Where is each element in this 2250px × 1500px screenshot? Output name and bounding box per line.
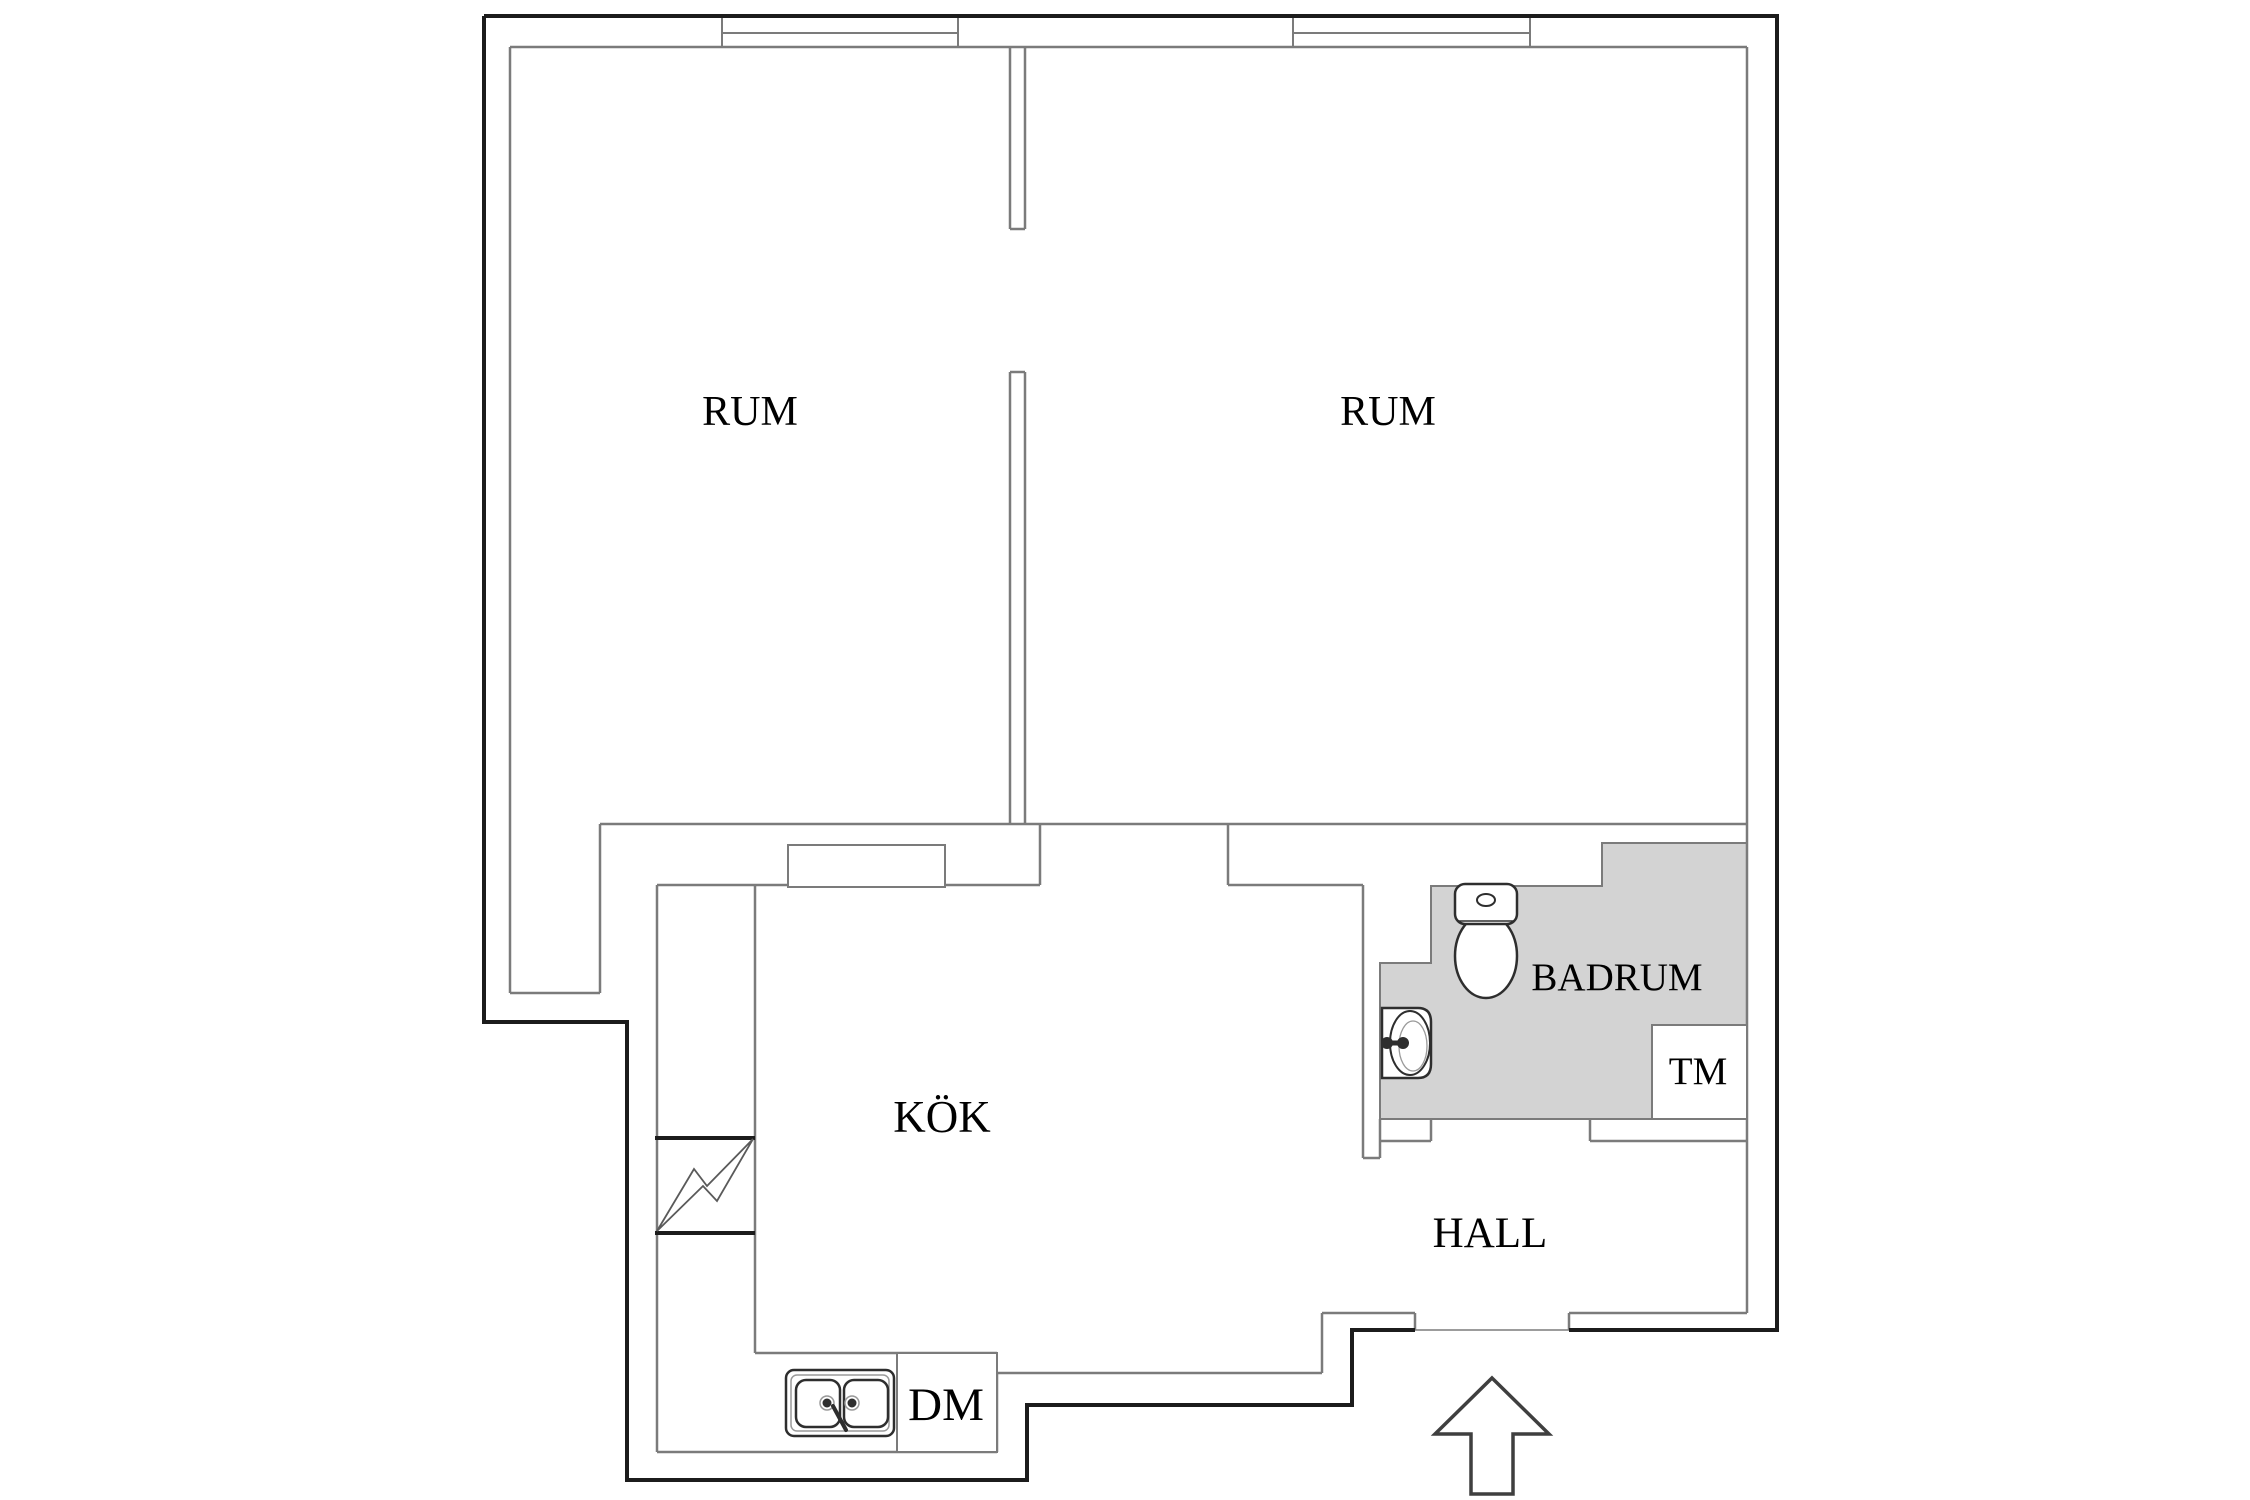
kitchen-sink-faucet xyxy=(831,1404,848,1432)
sink-faucet-knob-right xyxy=(1397,1037,1409,1049)
kitchen-sink-drain-ring-right xyxy=(844,1395,860,1411)
interior-wall-lines xyxy=(508,45,1749,1454)
electrical-panel-box xyxy=(655,1136,755,1235)
label-kitchen: KÖK xyxy=(893,1092,991,1142)
dishwasher-box xyxy=(896,1352,998,1453)
entrance-arrow-icon xyxy=(1430,1375,1554,1496)
label-dishwasher: DM xyxy=(908,1379,984,1431)
kitchen-sink-drain-left xyxy=(822,1398,832,1408)
label-bathroom: BADRUM xyxy=(1531,956,1702,999)
washing-machine-box xyxy=(1651,1024,1748,1120)
label-hall: HALL xyxy=(1433,1210,1548,1257)
sink-faucet-knob-left xyxy=(1381,1037,1393,1049)
outer-walls xyxy=(482,14,1779,1482)
room-labels: RUM RUM KÖK BADRUM TM HALL DM xyxy=(702,389,1727,1431)
label-room-left: RUM xyxy=(702,389,798,435)
lightning-bolt-icon xyxy=(656,1138,754,1232)
toilet-flush-button xyxy=(1476,893,1496,907)
toilet-icon xyxy=(1453,882,1519,1000)
kitchen-sink-icon xyxy=(784,1368,896,1438)
toilet-bowl xyxy=(1453,912,1519,1000)
kitchen-sink-bowl-right xyxy=(842,1378,890,1429)
windows xyxy=(721,16,1531,47)
outer-wall-top-right xyxy=(484,14,1779,1332)
label-washing-machine: TM xyxy=(1669,1050,1728,1093)
kitchen-sink-bowl-left xyxy=(794,1378,842,1429)
label-room-right: RUM xyxy=(1340,389,1436,435)
bathroom-sink-icon xyxy=(1380,1006,1433,1080)
electrical-panel xyxy=(655,1136,755,1235)
kitchen-sink-drain-ring-left xyxy=(819,1395,835,1411)
kitchen-pass-through-opening xyxy=(787,844,946,888)
kitchen-sink-drain-right xyxy=(847,1398,857,1408)
outer-wall-bottom-left xyxy=(482,16,1415,1482)
